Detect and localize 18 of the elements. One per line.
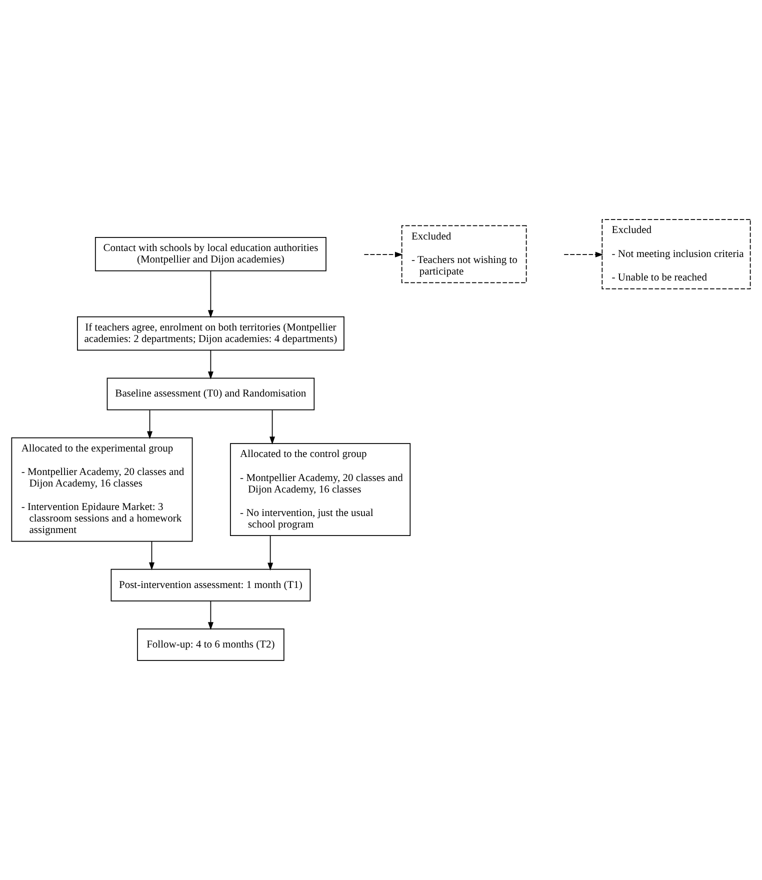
node-box: Contact with schools by local education authorities (Montpellier and Dijon academies) — [94, 237, 326, 272]
node-box: Post-intervention assessment: 1 month (T1) — [110, 568, 311, 602]
arrow — [270, 410, 276, 444]
node-box: Baseline assessment (T0) and Randomisation — [106, 378, 315, 410]
arrow — [208, 600, 214, 630]
arrow — [148, 541, 154, 570]
node-box: Allocated to the control group - Montpellier Academy, 20 classes and Dijon Academy, 16 classes - No intervention, just the usual school program — [230, 443, 411, 536]
node-box: If teachers agree, enrolment on both territories (Montpellier academies: 2 departments; Dijon academies: 4 departments) — [77, 316, 344, 351]
node-box: Excluded - Teachers not wishing to participate — [401, 225, 527, 284]
arrow — [208, 350, 214, 380]
arrow — [147, 410, 153, 440]
node-box: Follow-up: 4 to 6 months (T2) — [137, 628, 284, 661]
arrow — [268, 535, 274, 571]
arrow — [564, 252, 604, 258]
node-box: Allocated to the experimental group - Montpellier Academy, 20 classes and Dijon Academy, 16 classes - Intervention Epidaure Market: 3 classroom sessions and a homework assignment — [11, 437, 193, 542]
arrow — [208, 270, 214, 318]
node-box: Excluded - Not meeting inclusion criteria - Unable to be reached — [602, 219, 751, 290]
arrow — [364, 252, 403, 258]
